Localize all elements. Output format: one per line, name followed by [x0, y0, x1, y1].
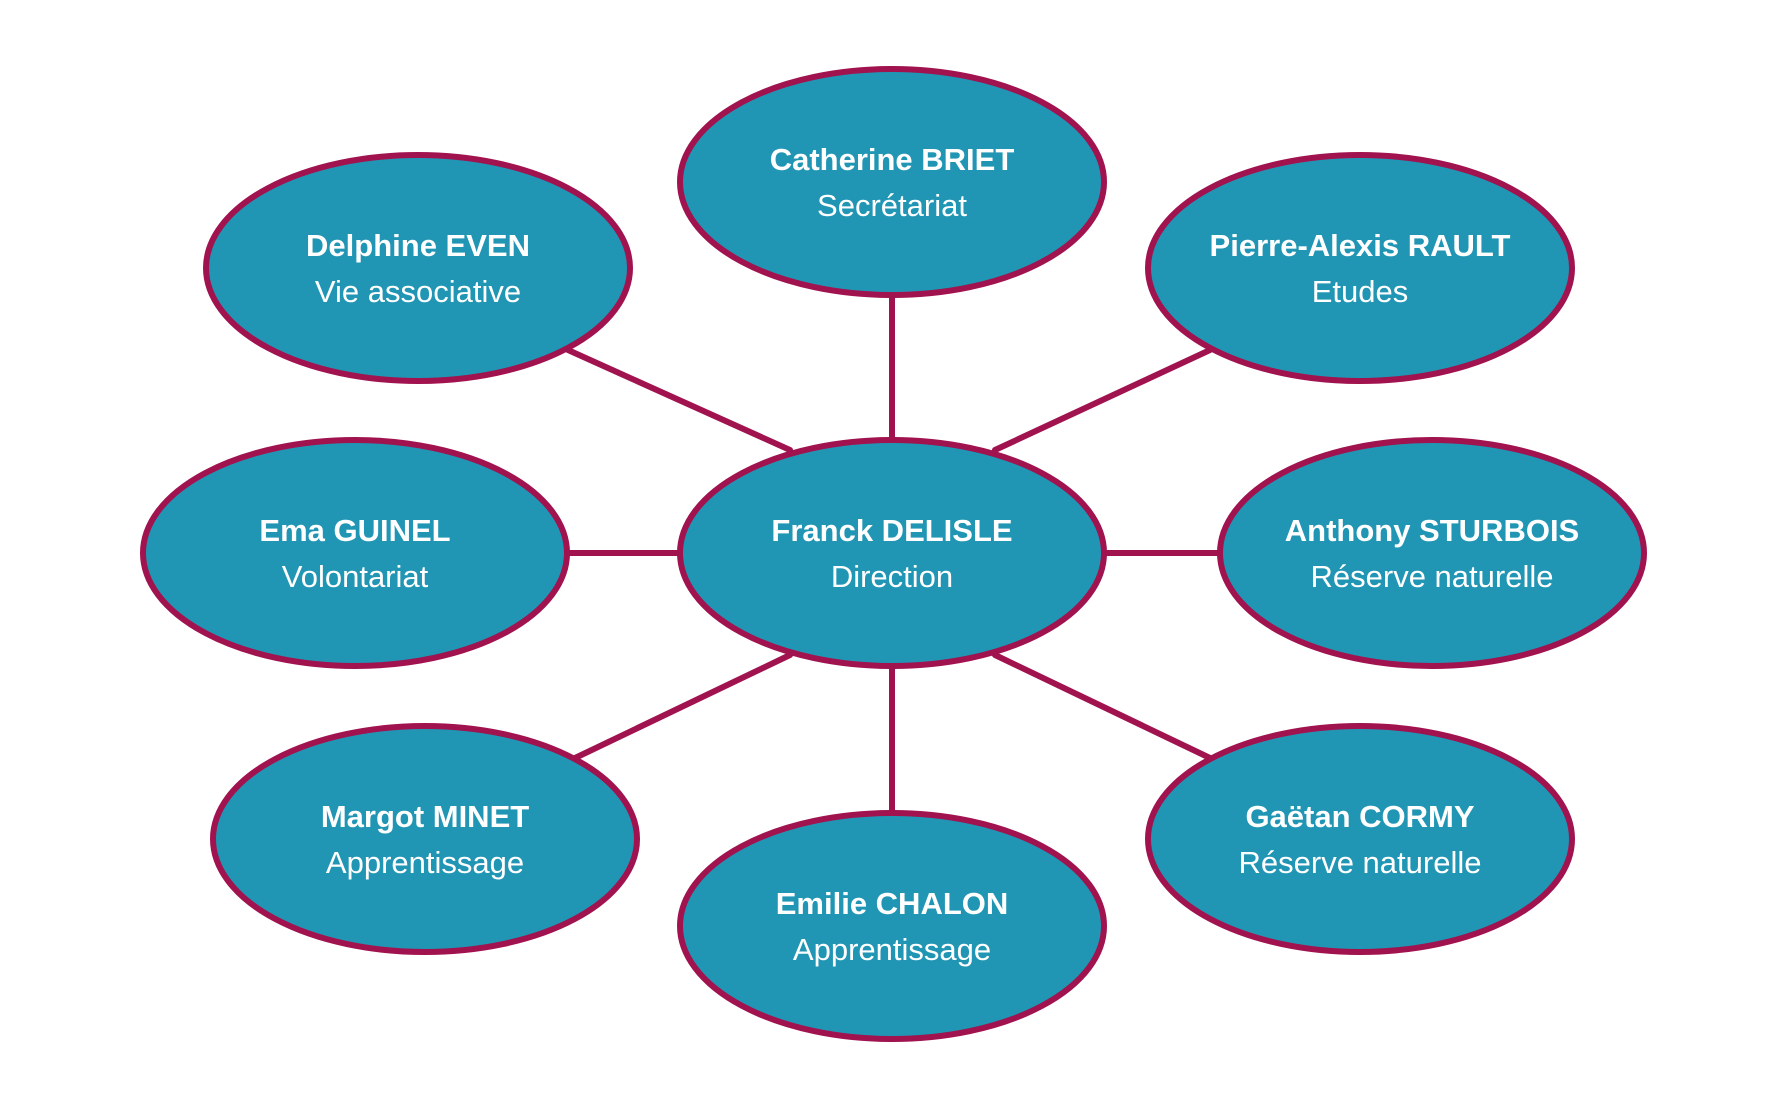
node-center-director: Franck DELISLE Direction: [677, 437, 1107, 669]
node-name: Franck DELISLE: [771, 513, 1012, 548]
node-ellipse: [210, 723, 640, 955]
node-ema-guinel: Ema GUINEL Volontariat: [140, 437, 570, 669]
connector-line-gaetan-cormy: [992, 652, 1213, 761]
node-name: Pierre-Alexis RAULT: [1210, 228, 1511, 263]
node-ellipse: [203, 152, 633, 384]
node-pierre-alexis-rault: Pierre-Alexis RAULT Etudes: [1145, 152, 1575, 384]
node-name: Anthony STURBOIS: [1285, 513, 1580, 548]
node-role: Apprentissage: [793, 932, 991, 967]
node-role: Volontariat: [282, 559, 429, 594]
node-name: Catherine BRIET: [770, 142, 1015, 177]
node-name: Delphine EVEN: [306, 228, 530, 263]
node-ellipse: [677, 810, 1107, 1042]
node-name: Gaëtan CORMY: [1245, 799, 1474, 834]
node-ellipse: [677, 437, 1107, 669]
node-role: Apprentissage: [326, 845, 524, 880]
connector-line-pierre-alexis-rault: [992, 347, 1213, 453]
node-emilie-chalon: Emilie CHALON Apprentissage: [677, 810, 1107, 1042]
org-nodes: Catherine BRIETSecrétariatPierre-Alexis …: [140, 66, 1647, 1042]
node-role: Réserve naturelle: [1311, 559, 1554, 594]
node-ellipse: [677, 66, 1107, 298]
node-anthony-sturbois: Anthony STURBOIS Réserve naturelle: [1217, 437, 1647, 669]
node-ellipse: [140, 437, 570, 669]
node-ellipse: [1145, 723, 1575, 955]
node-name: Ema GUINEL: [259, 513, 450, 548]
node-name: Emilie CHALON: [776, 886, 1009, 921]
connector-lines: [564, 295, 1221, 815]
node-role: Direction: [831, 559, 953, 594]
node-role: Etudes: [1312, 274, 1409, 309]
node-margot-minet: Margot MINET Apprentissage: [210, 723, 640, 955]
node-ellipse: [1145, 152, 1575, 384]
node-gaetan-cormy: Gaëtan CORMY Réserve naturelle: [1145, 723, 1575, 955]
node-role: Vie associative: [315, 274, 521, 309]
node-delphine-even: Delphine EVEN Vie associative: [203, 152, 633, 384]
node-role: Réserve naturelle: [1239, 845, 1482, 880]
node-catherine-briet: Catherine BRIET Secrétariat: [677, 66, 1107, 298]
node-role: Secrétariat: [817, 188, 967, 223]
node-name: Margot MINET: [321, 799, 529, 834]
connector-line-delphine-even: [565, 347, 793, 453]
connector-line-margot-minet: [572, 652, 793, 761]
node-ellipse: [1217, 437, 1647, 669]
